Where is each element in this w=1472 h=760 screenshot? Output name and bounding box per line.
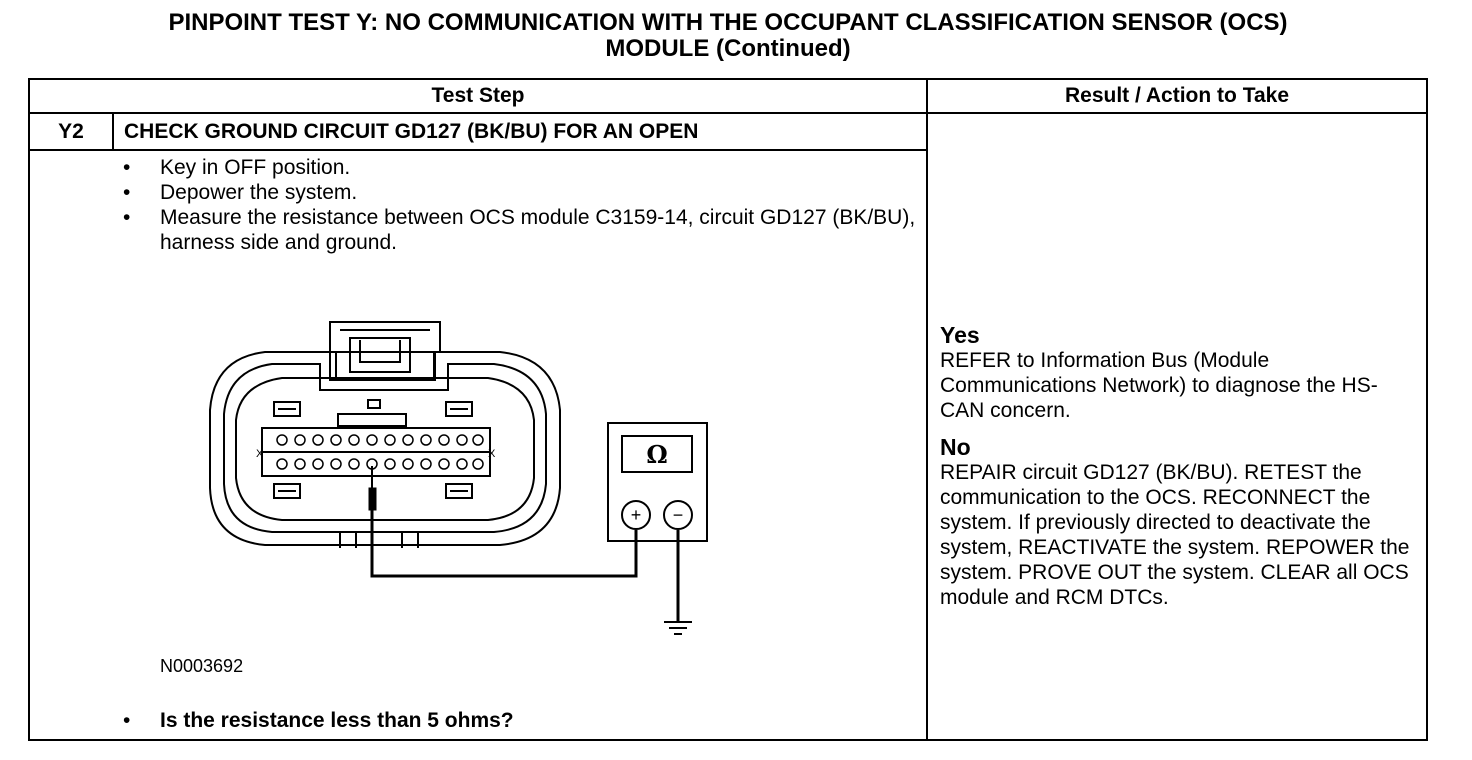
title-line-1: PINPOINT TEST Y: NO COMMUNICATION WITH T…	[168, 9, 1288, 36]
result-no: No REPAIR circuit GD127 (BK/BU). RETEST …	[940, 434, 1420, 610]
ohmmeter-icon	[607, 422, 708, 542]
column-divider	[926, 80, 928, 740]
result-yes-label: Yes	[940, 322, 980, 348]
connector-c3159-icon	[209, 321, 561, 548]
result-no-text: REPAIR circuit GD127 (BK/BU). RETEST the…	[940, 461, 1410, 609]
measurement-diagram: X X Ω + −	[209, 321, 708, 635]
title-line-2: MODULE (Continued)	[605, 35, 851, 62]
instruction-list: Key in OFF position. Depower the system.…	[120, 155, 920, 255]
step-title: CHECK GROUND CIRCUIT GD127 (BK/BU) FOR A…	[124, 120, 699, 143]
header-test-step: Test Step	[431, 84, 525, 107]
instruction-item: Depower the system.	[120, 180, 920, 205]
step-id-divider	[112, 114, 114, 150]
header-divider	[30, 112, 1426, 114]
minus-terminal-label: −	[673, 505, 684, 525]
page-title: PINPOINT TEST Y: NO COMMUNICATION WITH T…	[0, 10, 1456, 62]
test-probe-icon	[368, 466, 377, 511]
instruction-item: Key in OFF position.	[120, 155, 920, 180]
result-no-label: No	[940, 434, 971, 460]
ground-symbol-icon	[664, 621, 692, 635]
step-title-divider	[30, 149, 926, 151]
ohm-symbol: Ω	[646, 440, 667, 469]
result-yes-text: REFER to Information Bus (Module Communi…	[940, 349, 1378, 422]
test-question: Is the resistance less than 5 ohms?	[120, 709, 514, 733]
step-id: Y2	[58, 120, 84, 143]
result-yes: Yes REFER to Information Bus (Module Com…	[940, 322, 1420, 423]
pin-x-label-left: X	[256, 448, 264, 460]
pin-x-label-right: X	[488, 448, 496, 460]
test-table	[28, 78, 1428, 741]
header-result-action: Result / Action to Take	[1064, 84, 1290, 107]
figure-id: N0003692	[160, 656, 244, 676]
connector-pins	[276, 434, 484, 470]
plus-terminal-label: +	[631, 505, 642, 525]
test-lead-positive	[370, 510, 638, 578]
instruction-item: Measure the resistance between OCS modul…	[120, 205, 920, 255]
